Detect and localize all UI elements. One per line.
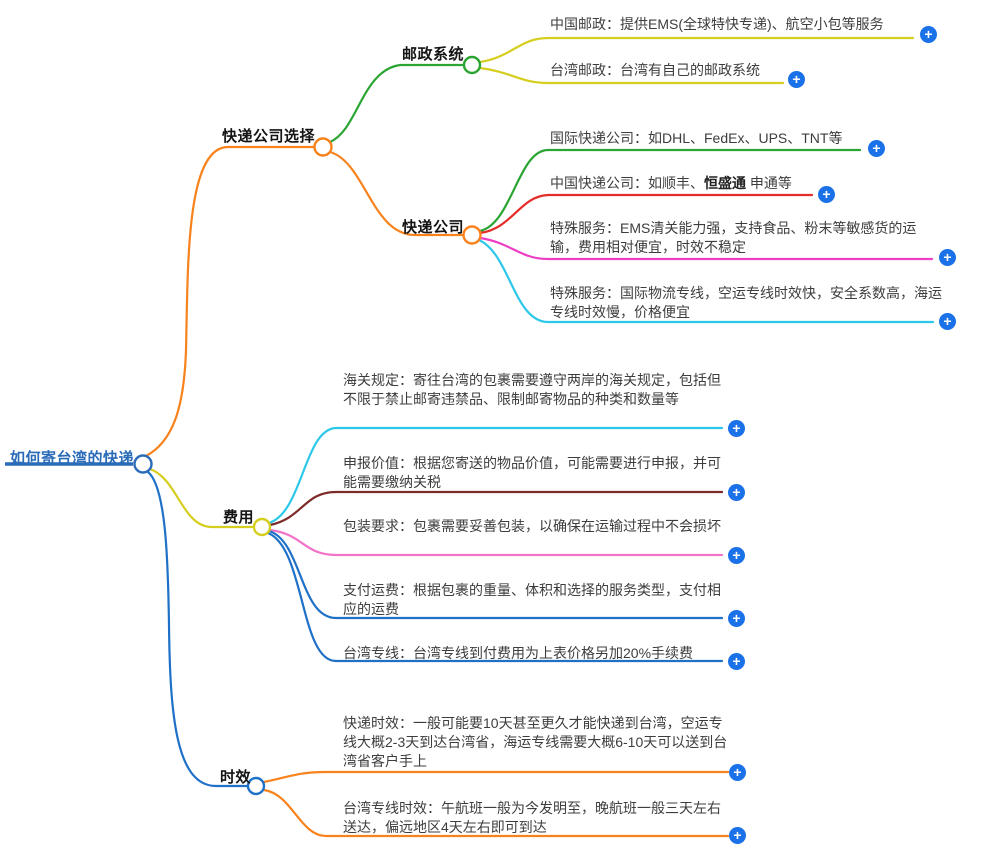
- plus-icon[interactable]: +: [729, 764, 746, 781]
- plus-icon[interactable]: +: [939, 249, 956, 266]
- edge-to-taiwan-line-fee: [266, 531, 724, 663]
- timeliness-node-circle[interactable]: [246, 776, 266, 796]
- plus-icon[interactable]: +: [728, 547, 745, 564]
- edge-to-china-post: [478, 36, 915, 64]
- leaf-text-prefix: 中国快递公司：如顺丰、: [550, 175, 704, 191]
- edge-root-to-express-choice: [144, 145, 316, 458]
- edge-choice-to-express-companies: [328, 150, 465, 237]
- plus-icon[interactable]: +: [728, 484, 745, 501]
- leaf-taiwan-line-fee[interactable]: 台湾专线：台湾专线到付费用为上表价格另加20%手续费: [343, 645, 694, 661]
- edge-to-taiwan-line-timeliness: [262, 788, 730, 838]
- edge-root-to-timeliness: [146, 470, 249, 788]
- plus-icon[interactable]: +: [788, 71, 805, 88]
- plus-icon[interactable]: +: [728, 610, 745, 627]
- edge-to-pay-freight: [267, 529, 724, 620]
- root-node-label[interactable]: 如何寄台湾的快递: [10, 450, 135, 467]
- leaf-special-service-ems[interactable]: 特殊服务：EMS清关能力强，支持食品、粉末等敏感货的运输，费用相对便宜，时效不稳…: [550, 220, 917, 255]
- express-choice-node-circle[interactable]: [313, 137, 333, 157]
- leaf-intl-express[interactable]: 国际快递公司：如DHL、FedEx、UPS、TNT等: [550, 130, 843, 146]
- express-companies-node-circle[interactable]: [462, 225, 482, 245]
- leaf-china-express[interactable]: 中国快递公司：如顺丰、恒盛通 申通等: [550, 174, 942, 193]
- edge-to-special-service-ems: [478, 236, 934, 261]
- leaf-customs-rules[interactable]: 海关规定：寄往台湾的包裹需要遵守两岸的海关规定，包括但不限于禁止邮寄违禁品、限制…: [343, 372, 721, 407]
- leaf-text-suffix: 申通等: [746, 175, 792, 191]
- edge-choice-to-postal-system: [328, 63, 465, 144]
- leaf-text-bold: 恒盛通: [704, 175, 746, 191]
- root-node-circle[interactable]: [133, 454, 153, 474]
- node-postal-system[interactable]: 邮政系统: [402, 46, 465, 63]
- plus-icon[interactable]: +: [868, 140, 885, 157]
- plus-icon[interactable]: +: [818, 186, 835, 203]
- leaf-special-service-logistics[interactable]: 特殊服务：国际物流专线，空运专线时效快，安全系数高，海运专线时效慢，价格便宜: [550, 285, 942, 320]
- leaf-taiwan-post[interactable]: 台湾邮政：台湾有自己的邮政系统: [550, 62, 760, 78]
- leaf-declared-value[interactable]: 申报价值：根据您寄送的物品价值，可能需要进行申报，并可能需要缴纳关税: [343, 455, 721, 490]
- edge-to-express-timeliness: [262, 770, 730, 784]
- edge-to-customs-rules: [267, 426, 724, 525]
- node-timeliness[interactable]: 时效: [220, 769, 252, 786]
- edge-to-taiwan-post: [478, 66, 785, 85]
- edge-to-declared-value: [268, 490, 724, 527]
- plus-icon[interactable]: +: [729, 827, 746, 844]
- leaf-packing-requirements[interactable]: 包装要求：包裹需要妥善包装，以确保在运输过程中不会损坏: [343, 518, 721, 534]
- leaf-pay-freight[interactable]: 支付运费：根据包裹的重量、体积和选择的服务类型，支付相应的运费: [343, 582, 721, 617]
- leaf-china-post[interactable]: 中国邮政：提供EMS(全球特快专递)、航空小包等服务: [550, 16, 884, 32]
- plus-icon[interactable]: +: [939, 313, 956, 330]
- edge-to-special-service-logistics: [477, 238, 935, 324]
- leaf-express-timeliness[interactable]: 快递时效：一般可能要10天甚至更久才能快递到台湾，空运专线大概2-3天到达台湾省…: [343, 715, 728, 769]
- cost-node-circle[interactable]: [252, 517, 272, 537]
- postal-system-node-circle[interactable]: [462, 55, 482, 75]
- edge-root-to-cost: [148, 467, 255, 529]
- plus-icon[interactable]: +: [728, 420, 745, 437]
- plus-icon[interactable]: +: [728, 653, 745, 670]
- edge-to-china-express: [478, 193, 814, 235]
- edge-to-packing-requirements: [268, 528, 724, 557]
- edge-to-intl-express: [478, 148, 862, 233]
- leaf-taiwan-line-timeliness[interactable]: 台湾专线时效：午航班一般为今发明至，晚航班一般三天左右送达，偏远地区4天左右即可…: [343, 800, 721, 835]
- node-cost[interactable]: 费用: [223, 509, 255, 526]
- plus-icon[interactable]: +: [920, 26, 937, 43]
- node-express-company-choice[interactable]: 快递公司选择: [222, 128, 316, 145]
- node-express-companies[interactable]: 快递公司: [402, 219, 465, 236]
